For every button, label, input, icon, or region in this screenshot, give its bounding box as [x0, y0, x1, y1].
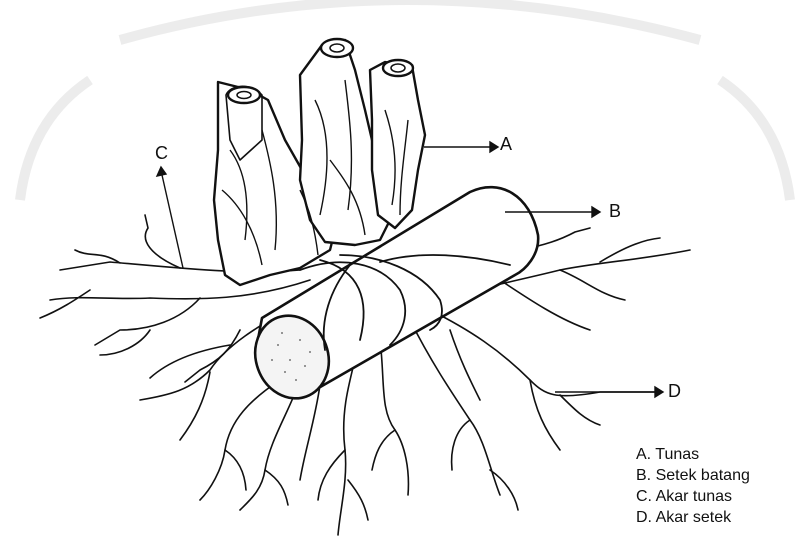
label-d: D — [668, 381, 681, 402]
label-c: C — [155, 143, 168, 164]
legend-item-setek-batang: B. Setek batang — [636, 465, 750, 486]
label-b: B — [609, 201, 621, 222]
legend-item-akar-setek: D. Akar setek — [636, 507, 750, 528]
label-a: A — [500, 134, 512, 155]
legend-item-tunas: A. Tunas — [636, 444, 750, 465]
legend-item-akar-tunas: C. Akar tunas — [636, 486, 750, 507]
legend: A. Tunas B. Setek batang C. Akar tunas D… — [636, 444, 750, 528]
